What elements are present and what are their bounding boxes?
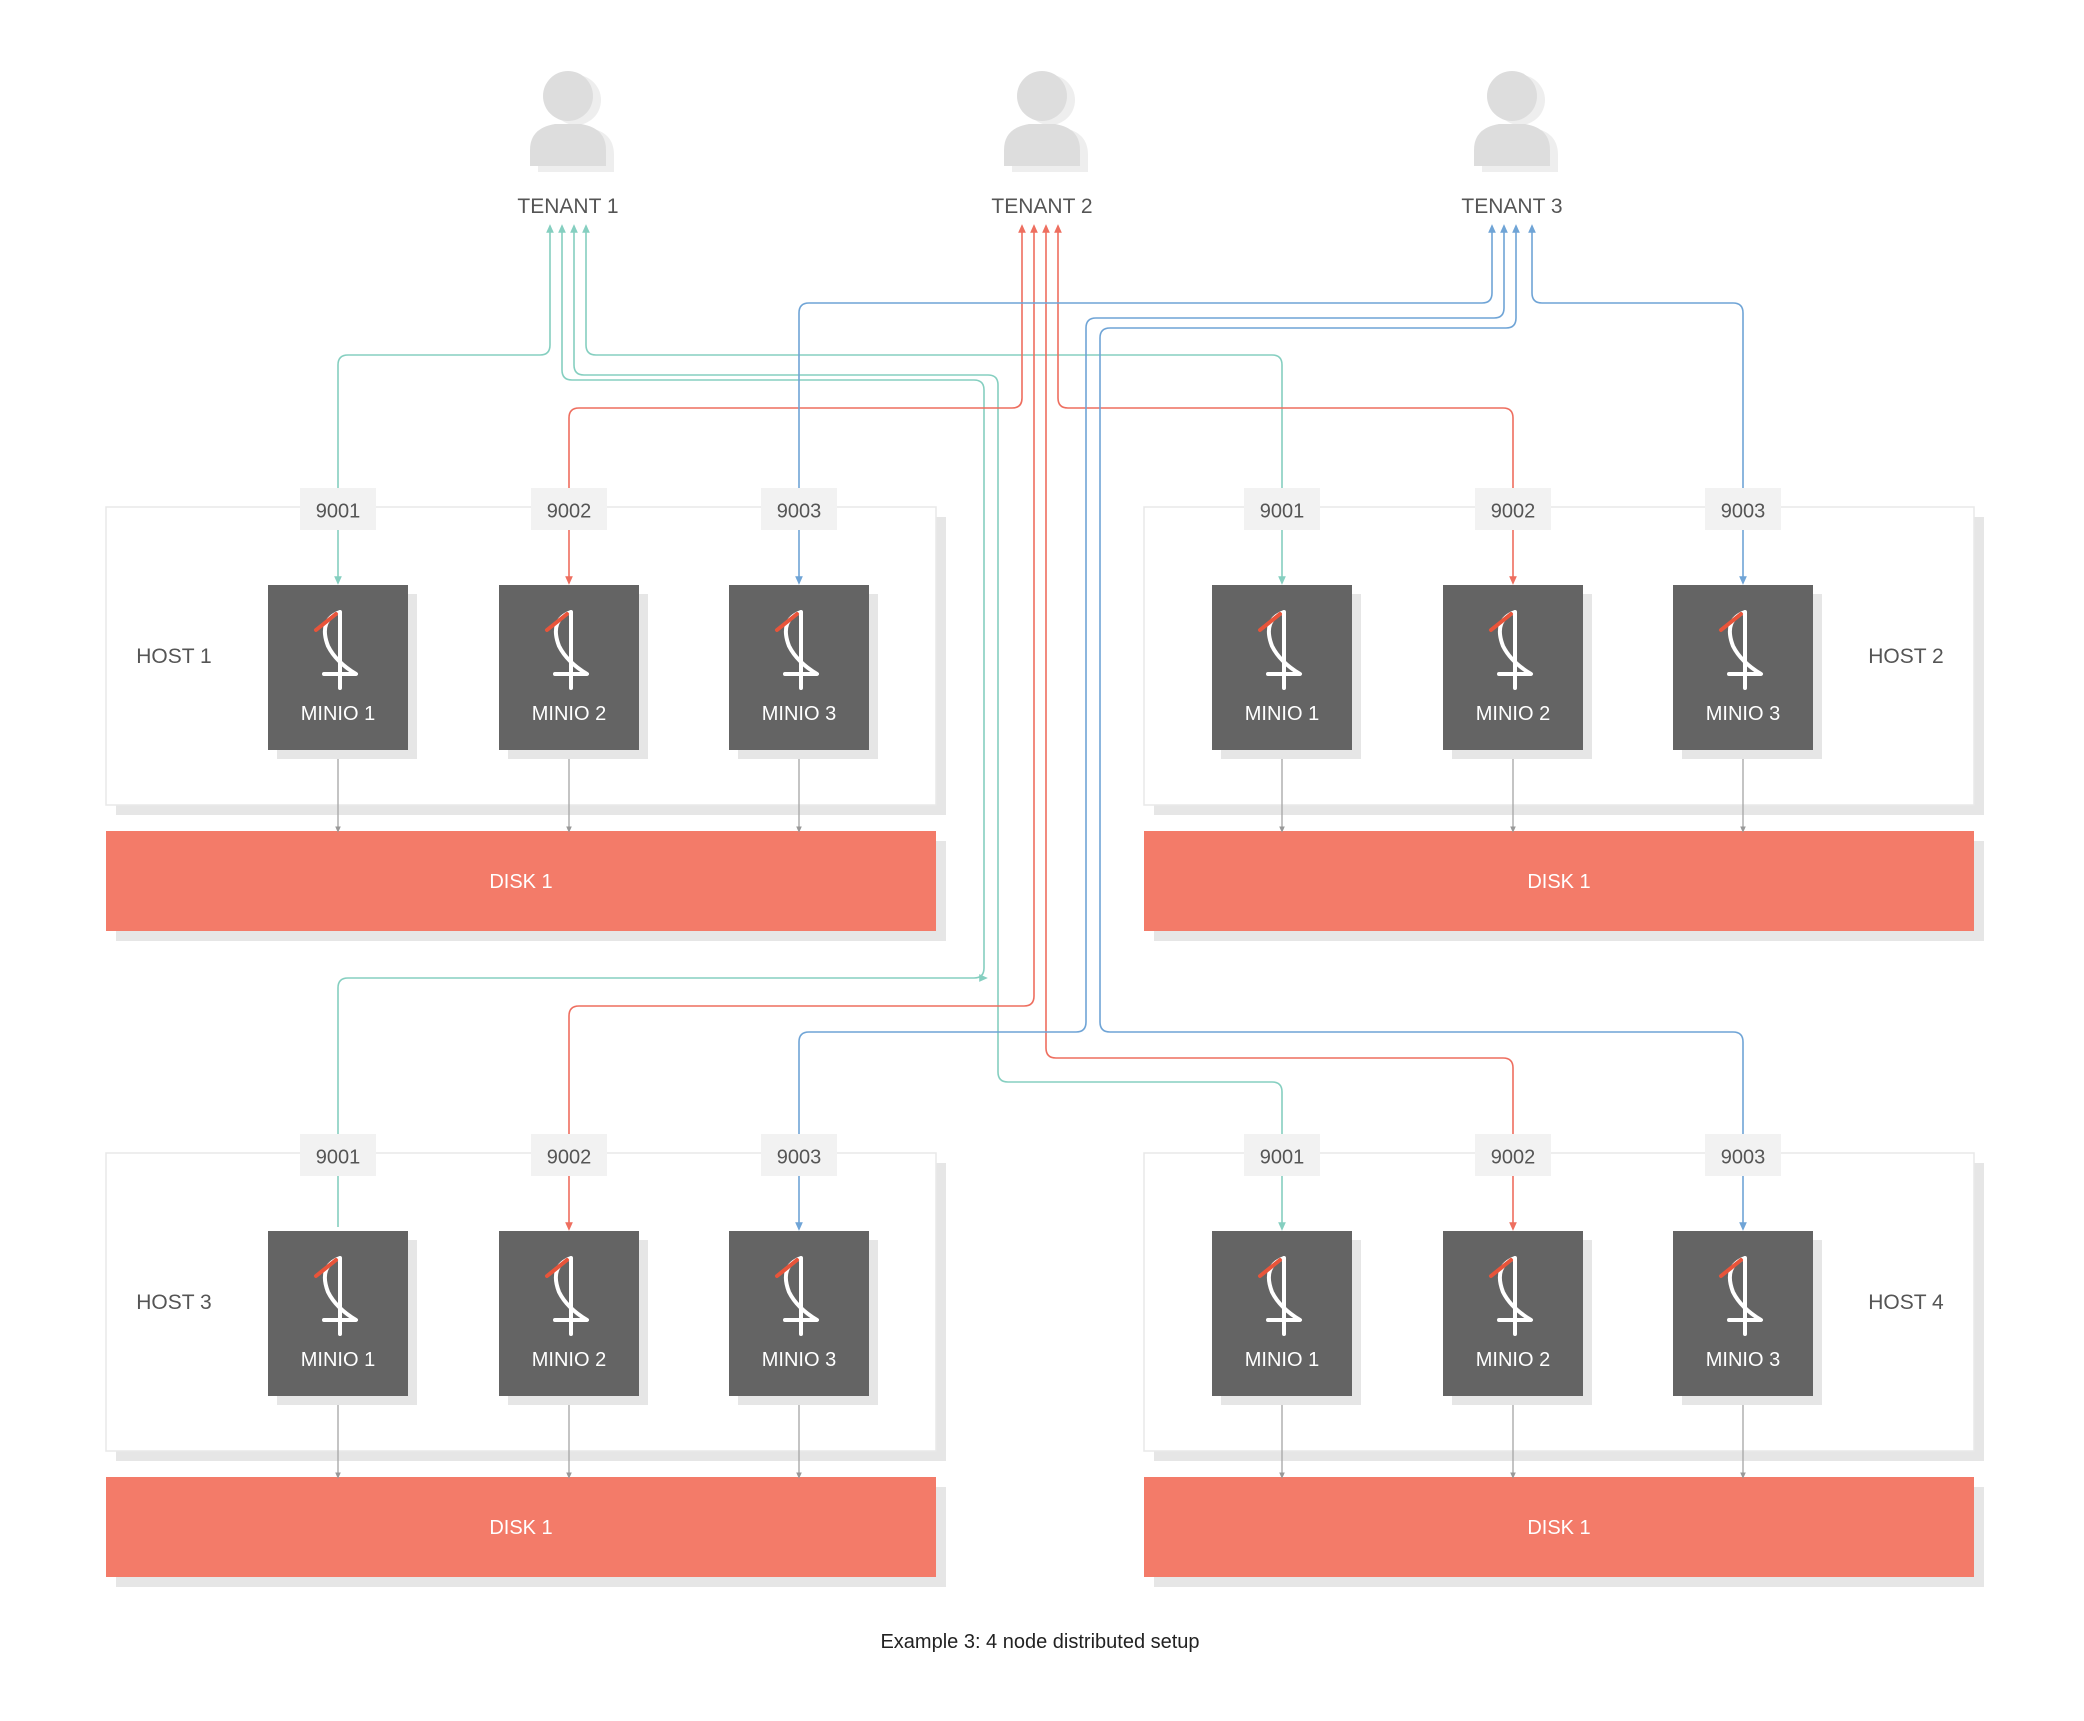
- minio-node-label: MINIO 1: [1245, 1349, 1319, 1371]
- port-label: 9001: [316, 500, 361, 522]
- port-label: 9002: [547, 500, 592, 522]
- connection-t1-host1: [334, 224, 554, 585]
- port-label: 9003: [1721, 1146, 1766, 1168]
- disk-label: DISK 1: [489, 1517, 552, 1539]
- tenant-label: TENANT 3: [1461, 195, 1562, 218]
- host-label: HOST 4: [1868, 1291, 1944, 1314]
- disk-host-1: DISK 1: [106, 831, 946, 941]
- minio-node-label: MINIO 1: [301, 703, 375, 725]
- minio-node: MINIO 3: [729, 1231, 878, 1405]
- minio-logo-icon: [1489, 1256, 1533, 1336]
- minio-node: MINIO 2: [1443, 585, 1592, 759]
- minio-node: MINIO 2: [499, 585, 648, 759]
- user-icon: [1004, 71, 1088, 172]
- minio-node: MINIO 1: [1212, 1231, 1361, 1405]
- minio-logo-icon: [314, 1256, 358, 1336]
- tenant-2: TENANT 2: [991, 71, 1093, 218]
- host-label: HOST 2: [1868, 645, 1943, 668]
- connection-t3-host3: [795, 224, 1508, 1231]
- port-label: 9001: [316, 1146, 361, 1168]
- port-label: 9003: [777, 1146, 822, 1168]
- host-label: HOST 1: [136, 645, 211, 668]
- minio-node-label: MINIO 2: [532, 703, 606, 725]
- minio-node: MINIO 1: [1212, 585, 1361, 759]
- minio-node-label: MINIO 2: [1476, 1349, 1550, 1371]
- minio-logo-icon: [1719, 610, 1763, 690]
- port-label: 9001: [1260, 1146, 1305, 1168]
- minio-logo-icon: [1258, 610, 1302, 690]
- tenant-1: TENANT 1: [517, 71, 619, 218]
- user-icon: [530, 71, 614, 172]
- port-label: 9003: [1721, 500, 1766, 522]
- diagram-caption: Example 3: 4 node distributed setup: [880, 1631, 1199, 1653]
- disk-host-4: DISK 1: [1144, 1477, 1984, 1587]
- minio-logo-icon: [545, 1256, 589, 1336]
- minio-node-label: MINIO 3: [762, 1349, 836, 1371]
- minio-node-label: MINIO 3: [1706, 703, 1780, 725]
- tenant-3: TENANT 3: [1461, 71, 1563, 218]
- tenant-label: TENANT 2: [991, 195, 1092, 218]
- minio-node-label: MINIO 2: [1476, 703, 1550, 725]
- port-label: 9001: [1260, 500, 1305, 522]
- disk-label: DISK 1: [1527, 871, 1590, 893]
- minio-logo-icon: [775, 1256, 819, 1336]
- tenant-3-connections: [795, 224, 1747, 1231]
- disk-host-2: DISK 1: [1144, 831, 1984, 941]
- minio-node-label: MINIO 2: [532, 1349, 606, 1371]
- minio-node-label: MINIO 1: [301, 1349, 375, 1371]
- tenant-label: TENANT 1: [517, 195, 618, 218]
- minio-logo-icon: [1719, 1256, 1763, 1336]
- minio-logo-icon: [545, 610, 589, 690]
- node-disk-links: [335, 750, 1746, 1479]
- minio-logo-icon: [314, 610, 358, 690]
- connection-t3-host2: [1528, 224, 1747, 585]
- minio-node: MINIO 1: [268, 1231, 417, 1405]
- port-label: 9002: [1491, 500, 1536, 522]
- connection-t3-host4: [1099, 224, 1747, 1231]
- disk-label: DISK 1: [1527, 1517, 1590, 1539]
- minio-node: MINIO 3: [1673, 1231, 1822, 1405]
- minio-node-label: MINIO 1: [1245, 703, 1319, 725]
- minio-node: MINIO 3: [1673, 585, 1822, 759]
- minio-node-label: MINIO 3: [1706, 1349, 1780, 1371]
- minio-node: MINIO 3: [729, 585, 878, 759]
- disk-host-3: DISK 1: [106, 1477, 946, 1587]
- minio-nodes: MINIO 1 MINIO 2 MINIO 3 MINIO 1 MINIO 2 MINIO…: [268, 585, 1822, 1405]
- minio-node-label: MINIO 3: [762, 703, 836, 725]
- minio-logo-icon: [1489, 610, 1533, 690]
- minio-node: MINIO 2: [1443, 1231, 1592, 1405]
- user-icon: [1474, 71, 1558, 172]
- minio-logo-icon: [775, 610, 819, 690]
- port-label: 9002: [1491, 1146, 1536, 1168]
- minio-logo-icon: [1258, 1256, 1302, 1336]
- minio-node: MINIO 2: [499, 1231, 648, 1405]
- disk-label: DISK 1: [489, 871, 552, 893]
- port-label: 9003: [777, 500, 822, 522]
- port-labels: 9001 9002 9003 9001 9002 9003 9001 9002 …: [300, 488, 1781, 1176]
- host-label: HOST 3: [136, 1291, 211, 1314]
- minio-node: MINIO 1: [268, 585, 417, 759]
- port-label: 9002: [547, 1146, 592, 1168]
